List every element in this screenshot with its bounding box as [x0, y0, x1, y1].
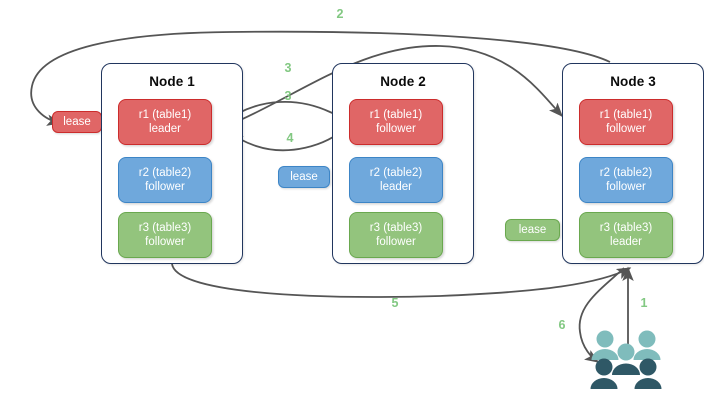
replica-node3-r3: r3 (table3) leader	[579, 212, 673, 258]
replica-node1-r2: r2 (table2) follower	[118, 157, 212, 203]
replica-role: follower	[376, 123, 416, 135]
edge-label-3a: 3	[284, 61, 292, 75]
replica-name: r2 (table2)	[369, 167, 423, 179]
node-card-node1: Node 1 r1 (table1) leader r2 (table2) fo…	[101, 63, 243, 264]
replica-role: follower	[145, 181, 185, 193]
edge-label-3b: 3	[284, 89, 292, 103]
replica-node2-r1: r1 (table1) follower	[349, 99, 443, 145]
replica-name: r2 (table2)	[138, 167, 192, 179]
lease-badge-r3: lease	[505, 219, 560, 241]
replica-node1-r3: r3 (table3) follower	[118, 212, 212, 258]
edge-label-4: 4	[286, 131, 294, 145]
replica-name: r1 (table1)	[369, 109, 423, 121]
replica-node1-r1: r1 (table1) leader	[118, 99, 212, 145]
replica-name: r1 (table1)	[599, 109, 653, 121]
replica-role: follower	[145, 236, 185, 248]
replica-role: leader	[610, 236, 642, 248]
lease-badge-r1: lease	[52, 111, 102, 133]
replica-role: follower	[606, 181, 646, 193]
edge-5	[171, 263, 632, 298]
replica-node3-r2: r2 (table2) follower	[579, 157, 673, 203]
node-title: Node 1	[149, 74, 195, 89]
lease-badge-r2: lease	[278, 166, 330, 188]
replica-node2-r3: r3 (table3) follower	[349, 212, 443, 258]
edge-label-1: 1	[640, 296, 648, 310]
replica-role: leader	[380, 181, 412, 193]
node-card-node2: Node 2 r1 (table1) follower r2 (table2) …	[332, 63, 474, 264]
lease-label: lease	[63, 116, 91, 128]
lease-label: lease	[518, 224, 547, 236]
replica-node2-r2: r2 (table2) leader	[349, 157, 443, 203]
node-title: Node 3	[610, 74, 656, 89]
replica-name: r1 (table1)	[138, 109, 192, 121]
users-icon	[590, 330, 662, 389]
replica-name: r3 (table3)	[369, 222, 423, 234]
lease-label: lease	[290, 171, 318, 183]
replica-name: r3 (table3)	[599, 222, 653, 234]
edge-label-2: 2	[336, 7, 344, 21]
replica-role: leader	[149, 123, 181, 135]
replica-node3-r1: r1 (table1) follower	[579, 99, 673, 145]
replica-role: follower	[606, 123, 646, 135]
node-card-node3: Node 3 r1 (table1) follower r2 (table2) …	[562, 63, 704, 264]
replica-name: r3 (table3)	[138, 222, 192, 234]
replica-role: follower	[376, 236, 416, 248]
node-title: Node 2	[380, 74, 426, 89]
replica-name: r2 (table2)	[599, 167, 653, 179]
edge-label-6: 6	[558, 318, 566, 332]
edge-label-5: 5	[391, 296, 399, 310]
